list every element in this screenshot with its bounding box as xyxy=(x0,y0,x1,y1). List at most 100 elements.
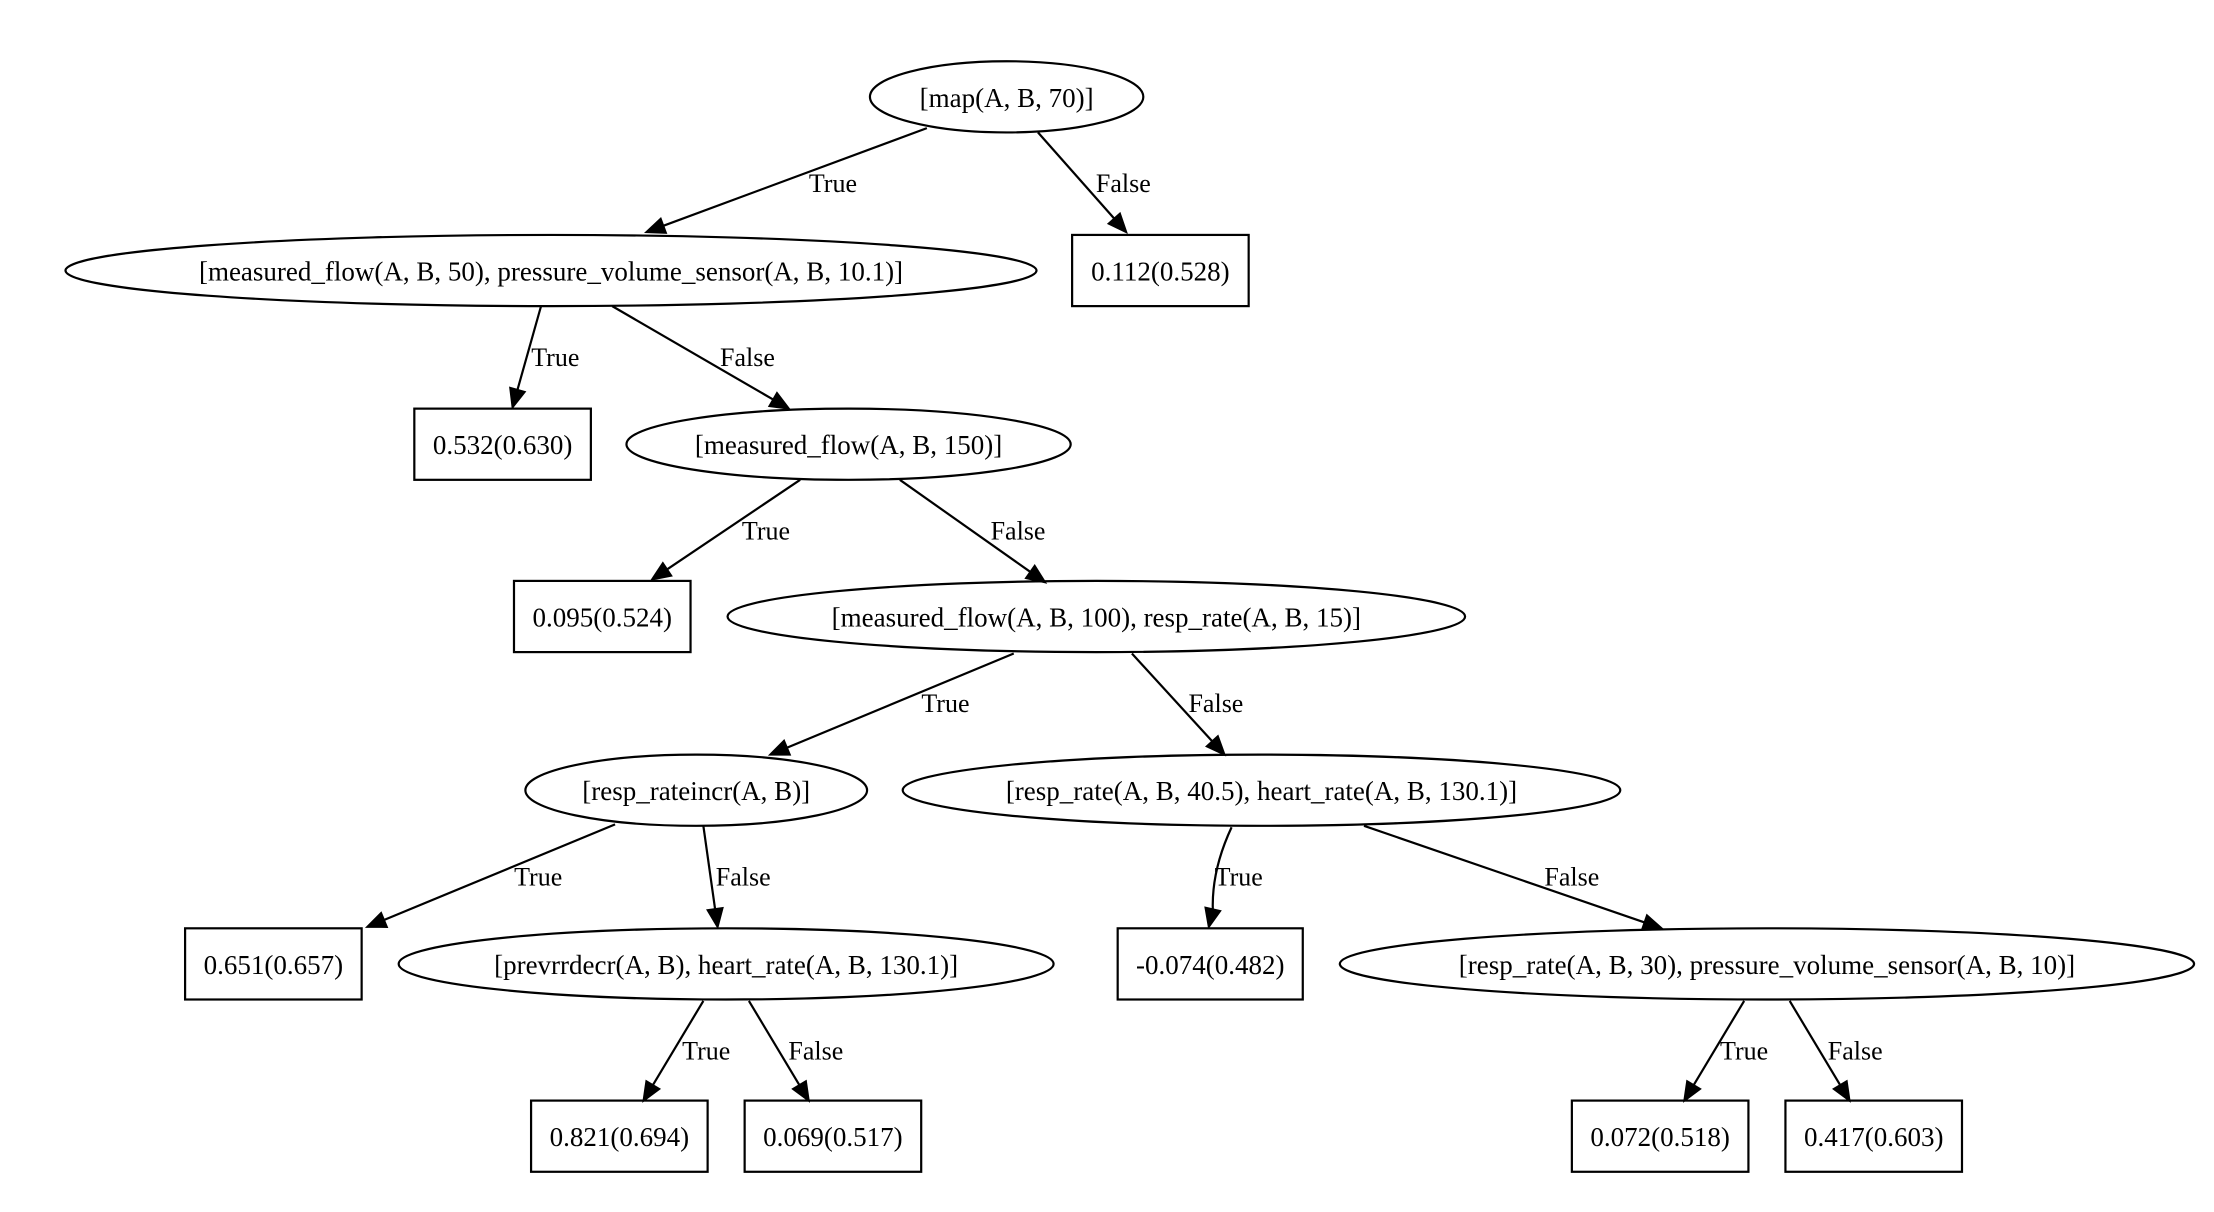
condition-label: [map(A, B, 70)] xyxy=(920,83,1094,113)
node-box xyxy=(1116,927,1304,1001)
edge-line xyxy=(651,1000,705,1086)
edge-n6-n8: False xyxy=(1131,652,1243,757)
leaf-node: 0.821(0.694) xyxy=(529,1099,709,1173)
arrowhead-icon xyxy=(642,1079,662,1103)
edge-label-false: False xyxy=(720,343,775,372)
edge-label-true: True xyxy=(514,863,562,892)
leaf-node: 0.651(0.657) xyxy=(183,927,363,1001)
leaf-value-label: 0.651(0.657) xyxy=(204,950,343,980)
node-ellipse xyxy=(625,407,1072,481)
edge-label-true: True xyxy=(809,169,857,198)
edge-label-false: False xyxy=(1188,689,1243,718)
leaf-value-label: -0.074(0.482) xyxy=(1136,950,1284,980)
node-box xyxy=(1570,1099,1750,1173)
edge-n4-n6: False xyxy=(899,478,1048,584)
node-box xyxy=(413,407,592,481)
edge-line xyxy=(1131,652,1214,743)
condition-label: [resp_rate(A, B, 40.5), heart_rate(A, B,… xyxy=(1006,776,1517,806)
edge-label-false: False xyxy=(716,863,771,892)
edge-label-false: False xyxy=(991,517,1046,546)
node-box xyxy=(529,1099,709,1173)
edge-line xyxy=(747,1000,801,1086)
condition-label: [measured_flow(A, B, 150)] xyxy=(695,430,1002,460)
leaf-value-label: 0.417(0.603) xyxy=(1804,1122,1943,1152)
edge-label-true: True xyxy=(1720,1036,1768,1065)
leaf-node: 0.112(0.528) xyxy=(1071,233,1250,308)
edge-label-false: False xyxy=(1096,169,1151,198)
edge-line xyxy=(786,652,1015,749)
condition-label: [resp_rateincr(A, B)] xyxy=(582,776,810,806)
arrowhead-icon xyxy=(767,391,792,410)
node-ellipse xyxy=(1338,927,2196,1001)
leaf-node: 0.095(0.524) xyxy=(512,579,692,654)
node-box xyxy=(512,579,692,654)
arrowhead-icon xyxy=(1106,211,1128,235)
node-ellipse xyxy=(868,60,1145,134)
nodes-layer: [map(A, B, 70)] [measured_flow(A, B, 50),… xyxy=(64,60,2196,1173)
edge-line xyxy=(1788,1000,1842,1086)
edge-line xyxy=(611,305,774,401)
edge-line xyxy=(662,127,928,227)
edge-n8-n12: False xyxy=(1363,824,1665,931)
node-box xyxy=(183,927,363,1001)
edge-line xyxy=(1692,1000,1746,1086)
edge-label-true: True xyxy=(742,517,790,546)
arrowhead-icon xyxy=(1024,564,1048,584)
edge-n8-n11: True xyxy=(1204,826,1263,930)
node-ellipse xyxy=(524,753,869,827)
decision-node: [resp_rateincr(A, B)] xyxy=(524,753,869,827)
arrowhead-icon xyxy=(364,911,389,928)
decision-node: [measured_flow(A, B, 100), resp_rate(A, … xyxy=(726,579,1467,654)
leaf-value-label: 0.112(0.528) xyxy=(1091,257,1229,287)
arrowhead-icon xyxy=(767,739,792,756)
arrowhead-icon xyxy=(791,1079,811,1103)
leaf-value-label: 0.821(0.694) xyxy=(550,1122,689,1152)
edge-n10-n14: False xyxy=(747,1000,843,1103)
edge-line xyxy=(383,823,616,922)
edge-n4-n5: True xyxy=(649,478,801,581)
leaf-value-label: 0.069(0.517) xyxy=(763,1122,902,1152)
condition-label: [measured_flow(A, B, 50), pressure_volum… xyxy=(199,257,903,287)
edge-label-true: True xyxy=(531,343,579,372)
edge-line xyxy=(899,478,1031,573)
node-ellipse xyxy=(64,233,1038,308)
leaf-value-label: 0.095(0.524) xyxy=(533,603,672,633)
leaf-value-label: 0.072(0.518) xyxy=(1590,1122,1729,1152)
arrowhead-icon xyxy=(1832,1079,1851,1103)
arrowhead-icon xyxy=(706,906,724,930)
edge-n7-n10: False xyxy=(702,825,771,930)
edge-line xyxy=(1211,826,1233,910)
edge-line xyxy=(1363,824,1645,924)
node-ellipse xyxy=(726,579,1467,654)
decision-node: [resp_rate(A, B, 30), pressure_volume_se… xyxy=(1338,927,2196,1001)
edge-label-false: False xyxy=(788,1036,843,1065)
node-ellipse xyxy=(397,927,1055,1001)
arrowhead-icon xyxy=(1204,906,1222,930)
edge-label-false: False xyxy=(1828,1036,1883,1065)
edge-line xyxy=(516,305,543,391)
condition-label: [prevrrdecr(A, B), heart_rate(A, B, 130.… xyxy=(494,950,958,980)
decision-node: [prevrrdecr(A, B), heart_rate(A, B, 130.… xyxy=(397,927,1055,1001)
arrowhead-icon xyxy=(643,217,668,234)
condition-label: [resp_rate(A, B, 30), pressure_volume_se… xyxy=(1459,950,2075,980)
arrowhead-icon xyxy=(509,386,527,410)
edge-label-false: False xyxy=(1544,863,1599,892)
edge-n12-n15: True xyxy=(1683,1000,1768,1103)
edge-n6-n7: True xyxy=(767,652,1015,756)
edge-line xyxy=(1037,131,1116,220)
edge-n1-n4: False xyxy=(611,305,792,410)
edge-n12-n16: False xyxy=(1788,1000,1883,1103)
edge-label-true: True xyxy=(682,1036,730,1065)
node-box xyxy=(1784,1099,1964,1173)
arrowhead-icon xyxy=(649,561,673,581)
edge-n0-n1: True xyxy=(643,127,928,234)
edge-label-true: True xyxy=(921,689,969,718)
arrowhead-icon xyxy=(1683,1079,1702,1103)
leaf-node: 0.069(0.517) xyxy=(743,1099,923,1173)
arrowhead-icon xyxy=(1204,734,1227,757)
edge-label-true: True xyxy=(1215,863,1263,892)
decision-node: [map(A, B, 70)] xyxy=(868,60,1145,134)
leaf-node: -0.074(0.482) xyxy=(1116,927,1304,1001)
